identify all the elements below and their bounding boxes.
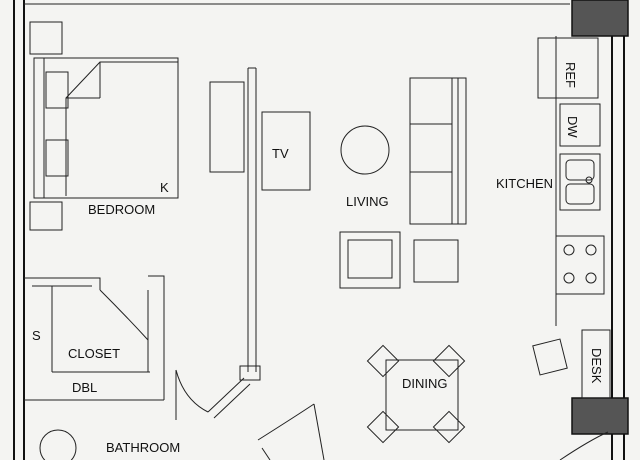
bed-headboard — [33, 57, 45, 199]
room-label-closet: CLOSET — [68, 346, 120, 361]
bed-blanket-fold — [65, 61, 178, 196]
armchair — [339, 231, 401, 289]
bedroom-furniture — [29, 21, 245, 231]
closet-double-label: DBL — [72, 380, 97, 395]
bed — [33, 57, 179, 199]
room-label-bathroom: BATHROOM — [106, 440, 180, 455]
tv-stand — [261, 111, 311, 191]
coffee-table — [340, 125, 390, 175]
room-label-dining: DINING — [402, 376, 448, 391]
dining-set — [366, 344, 466, 444]
stove — [555, 235, 605, 295]
desk — [532, 329, 611, 399]
refrigerator — [537, 37, 599, 99]
sofa — [409, 77, 467, 225]
room-label-living: LIVING — [346, 194, 389, 209]
column-bottom-right — [571, 397, 629, 435]
pillow-bottom — [45, 139, 69, 177]
living-furniture — [339, 77, 467, 289]
bath-sink — [39, 429, 77, 460]
dw-label: DW — [565, 116, 580, 138]
ottoman — [413, 239, 459, 283]
closet-shelf-label: S — [32, 328, 41, 343]
bathroom-doors — [175, 369, 325, 460]
dresser — [209, 81, 245, 173]
kitchen-fixtures — [537, 36, 605, 326]
room-label-kitchen: KITCHEN — [496, 176, 553, 191]
room-label-bedroom: BEDROOM — [88, 202, 155, 217]
closet-walls — [24, 275, 165, 401]
tv-label: TV — [272, 146, 289, 161]
bed-king-label: K — [160, 180, 169, 195]
sliding-partition — [239, 67, 261, 381]
desk-label: DESK — [589, 348, 604, 384]
column-top-right — [571, 0, 629, 37]
nightstand-bottom — [29, 201, 63, 231]
dishwasher — [559, 103, 601, 147]
ref-label: REF — [563, 62, 578, 88]
desk-chair — [532, 338, 568, 376]
kitchen-sink — [559, 153, 601, 211]
dining-table — [385, 359, 459, 431]
nightstand-top — [29, 21, 63, 55]
pillow-top — [45, 71, 69, 109]
exterior-walls — [13, 0, 625, 460]
